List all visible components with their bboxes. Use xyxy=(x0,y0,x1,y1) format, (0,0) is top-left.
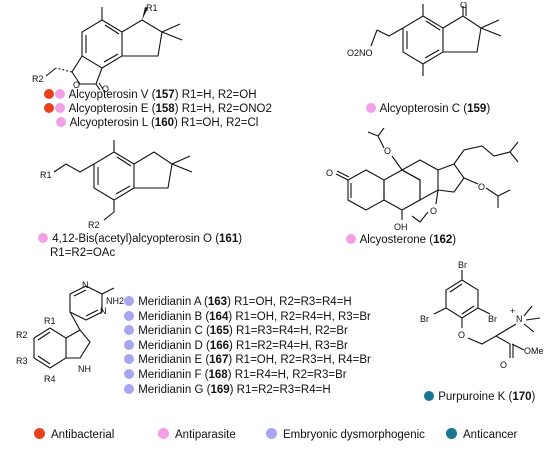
structure-bis-acetyl-alcyopterosin-o: R1 R2 xyxy=(40,138,210,228)
r4-label: R4 xyxy=(44,374,56,384)
structure-meridianin-core: N N NH2 NH R1 R2 R3 R4 xyxy=(4,280,134,400)
antibacterial-dot xyxy=(34,428,45,439)
antiparasite-dot xyxy=(56,117,66,127)
label-alcyopterosin-c: Alcyopterosin C (159) xyxy=(366,102,490,116)
legend-item-anticancer: Anticancer xyxy=(446,428,517,441)
structure-purpuroine-k: Br Br Br O + N O OMe xyxy=(420,258,550,388)
embryonic-dot xyxy=(124,368,134,379)
r3-label: R3 xyxy=(16,356,28,366)
ether-oxygen-label: O xyxy=(458,330,465,340)
methoxy-label: OMe xyxy=(524,346,544,356)
label-meridianin-d: Meridianin D (166) R1=R2=R4=H, R3=Br xyxy=(124,339,371,354)
activity-legend: Antibacterial Antiparasite Embryonic dys… xyxy=(0,428,550,446)
label-purpuroine-k: Purpuroine K (170) xyxy=(424,390,535,404)
embryonic-dot xyxy=(124,310,134,321)
label-group-meridianin: Meridianin A (163) R1=OH, R2=R3=R4=H Mer… xyxy=(124,295,371,397)
antiparasite-dot xyxy=(38,233,48,243)
bromine-left-label: Br xyxy=(420,314,429,324)
anticancer-dot xyxy=(446,428,457,439)
label-alcyopterosin-e: Alcyopterosin E (158) R1=H, R2=ONO2 xyxy=(44,102,272,116)
r2-label: R2 xyxy=(88,220,100,228)
bromine-right-label: Br xyxy=(488,314,497,324)
structure-alcyopterosin-c: O O2NO xyxy=(345,2,525,82)
antiparasite-dot xyxy=(366,103,376,113)
embryonic-dot xyxy=(124,383,134,394)
amino-label: NH2 xyxy=(106,296,124,306)
embryonic-dot xyxy=(266,428,277,439)
acetoxy-oxygen-label: O xyxy=(384,146,391,156)
carbonyl-oxygen-label: O xyxy=(500,360,507,370)
label-bis-acetyl-alcyopterosin-o: 4,12-Bis(acetyl)alcyopterosin O (161) R1… xyxy=(38,232,242,260)
r2-label: R2 xyxy=(16,330,28,340)
legend-item-antibacterial: Antibacterial xyxy=(34,428,114,441)
ammonium-n-label: N xyxy=(516,314,523,324)
bromine-top-label: Br xyxy=(458,260,467,270)
antiparasite-dot xyxy=(55,89,65,99)
acetoxy-oxygen-label: O xyxy=(430,206,437,216)
pyrimidine-n3-label: N xyxy=(100,306,107,316)
r2-label: R2 xyxy=(32,74,44,84)
label-meridianin-g: Meridianin G (169) R1=R2=R3=R4=H xyxy=(124,383,371,398)
ketone-oxygen-label: O xyxy=(326,168,333,178)
r1-label: R1 xyxy=(40,170,52,180)
label-alcyopterosin-l: Alcyopterosin L (160) R1=OH, R2=Cl xyxy=(44,116,272,130)
legend-item-embryonic: Embryonic dysmorphogenic xyxy=(266,428,425,441)
embryonic-dot xyxy=(124,354,134,365)
antiparasite-dot xyxy=(55,103,65,113)
label-meridianin-b: Meridianin B (164) R1=OH, R2=R4=H, R3=Br xyxy=(124,310,371,325)
embryonic-dot xyxy=(124,325,134,336)
label-meridianin-f: Meridianin F (168) R1=R4=H, R2=R3=Br xyxy=(124,368,371,383)
nitrate-label: O2NO xyxy=(347,48,373,58)
structure-alcyosterone: O OH O O O xyxy=(318,128,528,233)
label-meridianin-a: Meridianin A (163) R1=OH, R2=R3=R4=H xyxy=(124,295,371,310)
antibacterial-dot xyxy=(44,103,54,113)
antiparasite-dot xyxy=(158,428,169,439)
acetoxy-oxygen-label: O xyxy=(478,182,485,192)
carbonyl-oxygen-label: O xyxy=(102,84,109,92)
label-group-alcyopterosin: Alcyopterosin V (157) R1=H, R2=OH Alcyop… xyxy=(44,88,272,130)
label-alcyosterone: Alcyosterone (162) xyxy=(346,233,456,247)
anticancer-dot xyxy=(424,391,434,401)
embryonic-dot xyxy=(124,296,134,306)
hydroxyl-label: OH xyxy=(394,222,408,232)
embryonic-dot xyxy=(124,339,134,350)
ketone-oxygen-label: O xyxy=(460,2,467,10)
antibacterial-dot xyxy=(44,89,54,99)
label-alcyopterosin-v: Alcyopterosin V (157) R1=H, R2=OH xyxy=(44,88,272,102)
r1-label: R1 xyxy=(146,3,158,13)
ammonium-charge-label: + xyxy=(510,306,515,316)
label-meridianin-c: Meridianin C (165) R1=R3=R4=H, R2=Br xyxy=(124,324,371,339)
label-meridianin-e: Meridianin E (167) R1=OH, R2=R3=H, R4=Br xyxy=(124,353,371,368)
indole-nh-label: NH xyxy=(78,364,91,374)
antiparasite-dot xyxy=(346,234,356,244)
legend-item-antiparasite: Antiparasite xyxy=(158,428,236,441)
pyrimidine-n1-label: N xyxy=(82,280,89,290)
r1-label: R1 xyxy=(44,316,56,326)
ring-oxygen-label: O xyxy=(73,80,80,90)
structure-alcyopterosin-v-e-l: R1 O O R2 xyxy=(30,2,220,92)
